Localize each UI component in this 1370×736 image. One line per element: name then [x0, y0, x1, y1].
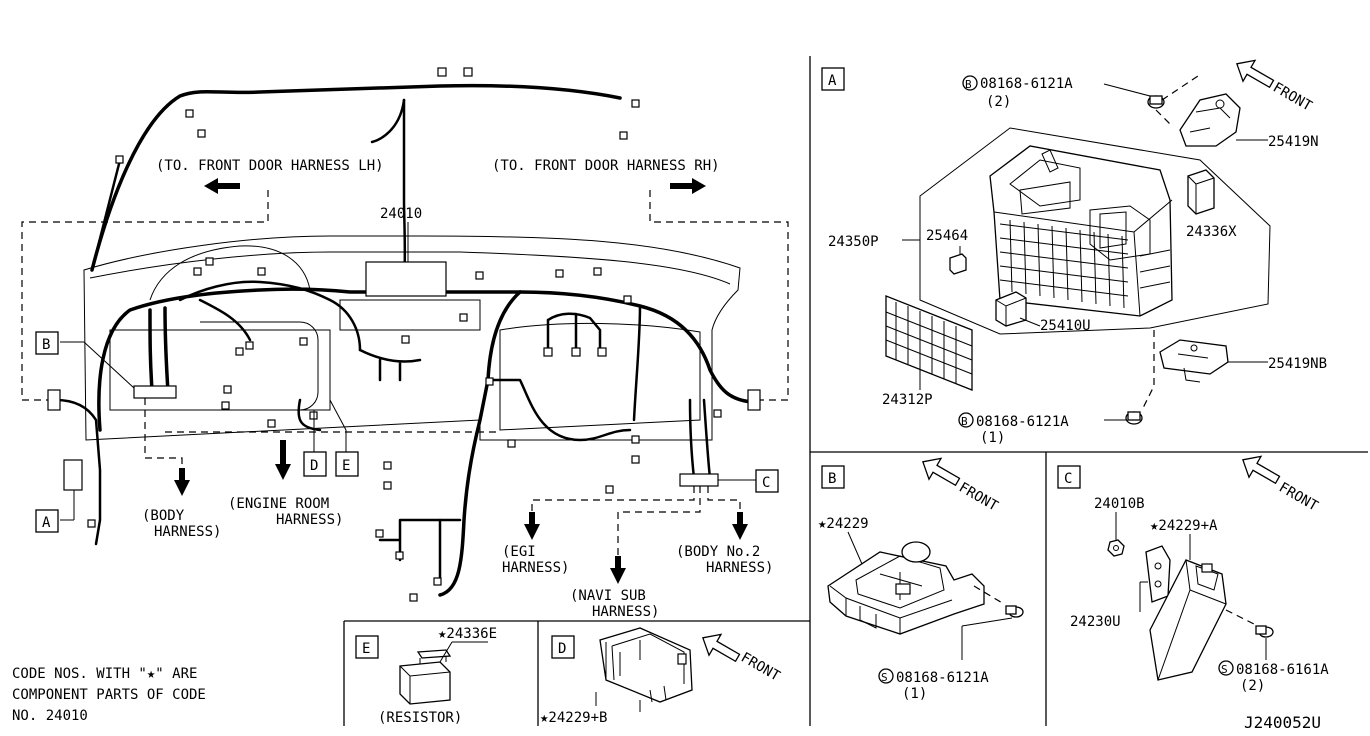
screw-marker-s-b: S: [878, 668, 894, 684]
panel-d-letter: D: [558, 641, 566, 657]
bolt-top-label: 08168-6121A: [980, 76, 1073, 92]
bolt-bottom-label: 08168-6121A: [976, 414, 1069, 430]
part-24229a-label: ★24229+A: [1150, 518, 1218, 534]
junction-block-drawing: [989, 145, 1173, 317]
screw-c-marker-letter: S: [1221, 663, 1228, 676]
part-24336e-label: ★24336E: [438, 626, 497, 642]
panel-b: B FRONT ★24229 S 08168-6121A (1): [818, 457, 1024, 702]
bracket-25419nb-drawing: [1159, 339, 1229, 383]
panel-a: A FRONT B 08168-6121A (2) 25419N: [821, 59, 1327, 446]
screw-b-label: 08168-6121A: [896, 670, 989, 686]
screw-b-marker-letter: S: [881, 671, 888, 684]
panel-a-front-label: FRONT: [1270, 80, 1315, 115]
callout-c[interactable]: C: [755, 469, 779, 493]
note-line-3: NO. 24010: [12, 708, 88, 724]
part-25419n-label: 25419N: [1268, 134, 1319, 150]
bolt-bottom-drawing: [1125, 411, 1143, 425]
panel-c: C FRONT 24010B ★24229+A 24230U: [1057, 455, 1329, 694]
body-no2-label-2: HARNESS): [706, 560, 773, 576]
part-25464-drawing: [949, 253, 967, 275]
bolt-top-marker-letter: B: [965, 78, 972, 91]
relay-24336x-drawing: [1187, 169, 1215, 215]
callout-d-letter: D: [310, 458, 318, 474]
panel-d-front-label: FRONT: [738, 650, 783, 685]
relay-bracket-24229-drawing: [827, 541, 985, 635]
callout-a-letter: A: [42, 515, 51, 531]
screw-c-label: 08168-6161A: [1236, 662, 1329, 678]
callout-e-letter: E: [342, 458, 350, 474]
part-25419nb-label: 25419NB: [1268, 356, 1327, 372]
part-24229b-label: ★24229+B: [540, 710, 607, 726]
nut-24010b-drawing: [1107, 539, 1125, 557]
part-24010-label: 24010: [380, 206, 422, 222]
part-24230u-label: 24230U: [1070, 614, 1121, 630]
bolt-bottom-qty: (1): [980, 430, 1005, 446]
screw-c-drawing: [1255, 625, 1274, 638]
bracket-25419n-drawing: [1179, 93, 1241, 147]
part-25464-label: 25464: [926, 228, 968, 244]
callout-a[interactable]: A: [35, 509, 59, 533]
callout-b[interactable]: B: [35, 331, 59, 355]
egi-label-1: (EGI: [502, 544, 536, 560]
diagram-id: J240052U: [1244, 713, 1321, 732]
resistor-caption: (RESISTOR): [378, 710, 462, 726]
front-door-lh-label: (TO. FRONT DOOR HARNESS LH): [156, 158, 384, 174]
panel-d-front-arrow: [702, 633, 741, 663]
panel-e-letter: E: [362, 641, 370, 657]
bolt-top-qty: (2): [986, 94, 1011, 110]
panel-c-front-label: FRONT: [1276, 480, 1321, 515]
part-24350p-label: 24350P: [828, 234, 879, 250]
part-24229-label: ★24229: [818, 516, 869, 532]
relay-24229a-drawing: [1149, 559, 1227, 681]
body-no2-label-1: (BODY No.2: [676, 544, 760, 560]
navi-sub-label-2: HARNESS): [592, 604, 659, 620]
body-harness-label-1: (BODY: [142, 508, 185, 524]
callout-b-letter: B: [42, 337, 50, 353]
note-line-1: CODE NOS. WITH "★" ARE: [12, 666, 197, 682]
panel-b-front-arrow: [922, 457, 961, 487]
callout-e[interactable]: E: [335, 451, 359, 477]
screw-marker-s-c: S: [1218, 660, 1234, 676]
engine-room-label-2: HARNESS): [276, 512, 343, 528]
panel-d: D ★24229+B FRONT: [540, 627, 783, 726]
egi-label-2: HARNESS): [502, 560, 569, 576]
bolt-marker-b-top: B: [962, 75, 978, 91]
bolt-top-drawing: [1147, 95, 1165, 109]
body-harness-label-2: HARNESS): [154, 524, 221, 540]
panel-e: E ★24336E (RESISTOR): [355, 626, 497, 726]
relay-bracket-drawing: [599, 627, 693, 703]
panel-c-letter: C: [1064, 471, 1072, 487]
part-24336x-label: 24336X: [1186, 224, 1237, 240]
front-door-rh-label: (TO. FRONT DOOR HARNESS RH): [492, 158, 720, 174]
screw-b-qty: (1): [902, 686, 927, 702]
callout-c-letter: C: [762, 475, 770, 491]
part-24010b-label: 24010B: [1094, 496, 1145, 512]
panel-frames: [343, 56, 1368, 726]
panel-a-front-arrow: [1236, 59, 1275, 89]
panel-b-letter: B: [828, 471, 836, 487]
cover-24312p-drawing: [885, 295, 973, 391]
screw-c-qty: (2): [1240, 678, 1265, 694]
note-line-2: COMPONENT PARTS OF CODE: [12, 687, 206, 703]
screw-b-drawing: [1005, 605, 1024, 618]
part-25410u-label: 25410U: [1040, 318, 1091, 334]
part-24312p-label: 24312P: [882, 392, 933, 408]
engine-room-label-1: (ENGINE ROOM: [228, 496, 329, 512]
callout-d[interactable]: D: [303, 451, 327, 477]
main-harness-diagram: [21, 67, 789, 602]
bracket-24230u-drawing: [1145, 545, 1171, 603]
resistor-drawing: [399, 649, 452, 705]
navi-sub-label-1: (NAVI SUB: [570, 588, 646, 604]
panel-a-letter: A: [828, 73, 837, 89]
bolt-marker-b-bottom: B: [958, 412, 974, 428]
panel-c-front-arrow: [1242, 455, 1281, 485]
panel-b-front-label: FRONT: [956, 480, 1001, 515]
bolt-bottom-marker-letter: B: [961, 415, 968, 428]
